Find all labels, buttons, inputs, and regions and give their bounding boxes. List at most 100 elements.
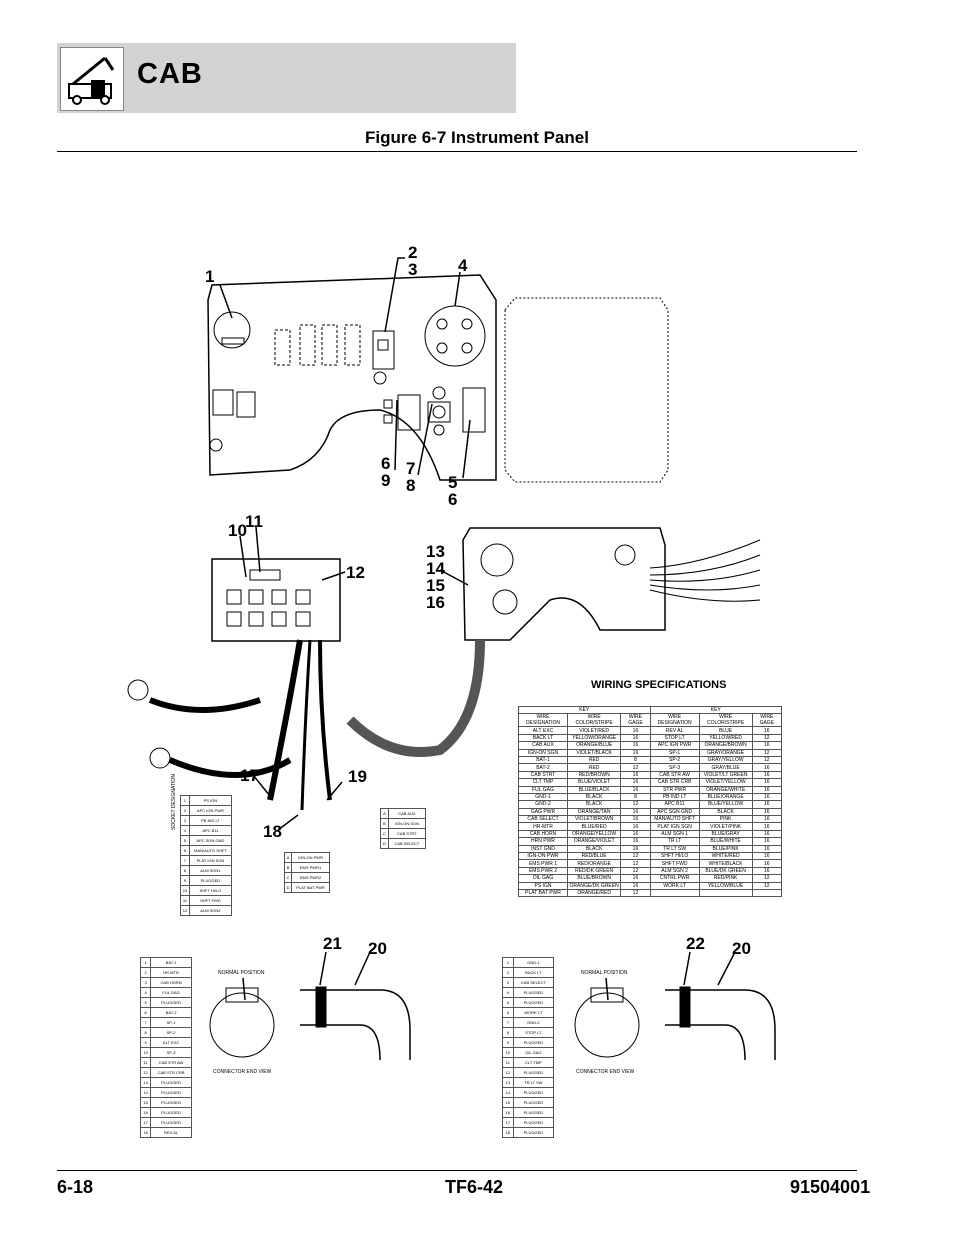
pin-wire: ALM SGN1 — [188, 865, 233, 876]
wiring-spec-cell: VIOLET/BLACK — [566, 748, 622, 757]
pin-wire: PLUGGED — [150, 1077, 192, 1088]
pin-wire: PLUGGED — [150, 1087, 192, 1098]
wiring-spec-cell: VIOLET/PINK — [698, 822, 753, 831]
wiring-spec-cell: WHITE/BLACK — [698, 859, 753, 868]
pin-wire: GND-2 — [512, 1017, 555, 1028]
wiring-spec-cell: IGN-ON PWR — [518, 852, 568, 861]
pin-id: 4 — [180, 825, 190, 836]
wiring-spec-cell: BLUE/WHITE — [698, 837, 753, 846]
wiring-spec-cell: PLAT IGN SGN — [649, 822, 700, 831]
page-number-left: 6-18 — [57, 1177, 94, 1197]
pin-wire: CAB HORN — [150, 977, 192, 988]
wiring-spec-cell: RED/DK GREEN — [566, 866, 622, 876]
pin-wire: PLAT BAT PWR — [291, 882, 330, 893]
wiring-spec-cell: BLUE/BLACK — [566, 785, 622, 794]
pin-wire: PLUGGED — [512, 997, 555, 1008]
wiring-spec-cell: VIOLET/BROWN — [566, 815, 622, 824]
pin-wire: EMS PWR2 — [291, 872, 330, 883]
pin-wire: OIL GAG — [512, 1047, 555, 1058]
wiring-spec-cell: 16 — [751, 763, 783, 772]
pin-wire: EMS PWR1 — [291, 862, 330, 873]
pin-wire: APC B11 — [188, 825, 233, 836]
pin-wire: PLUGGED — [512, 1127, 555, 1138]
wiring-spec-cell: 16 — [620, 837, 651, 846]
wiring-spec-cell: CAB STRT — [518, 770, 568, 780]
wiring-spec-cell: YELLOW/ORANGE — [566, 733, 622, 743]
pin-wire: PLUGGED — [512, 1107, 555, 1118]
wiring-spec-cell: ORANGE/YELLOW — [566, 829, 622, 839]
wiring-spec-cell: 16 — [620, 807, 651, 817]
wiring-spec-cell: INST GND — [518, 844, 568, 854]
pin-id: 11 — [139, 1057, 152, 1068]
wiring-spec-cell: 16 — [751, 859, 783, 868]
wiring-spec-cell: CAB HORN — [518, 829, 568, 839]
pin-id: 15 — [502, 1097, 514, 1108]
col-header: WIRE DESIGNATION — [518, 713, 568, 728]
wiring-spec-cell: PINK — [698, 815, 753, 824]
pin-wire: SP-2 — [150, 1027, 192, 1038]
wiring-spec-cell: YELLOW/BLUE — [698, 881, 753, 891]
wiring-spec-cell: BLACK — [566, 844, 622, 854]
callout-19: 19 — [348, 767, 367, 786]
wiring-spec-cell: 16 — [620, 874, 651, 883]
pin-wire: APC IGN PWR — [188, 805, 233, 816]
wiring-spec-cell: BLUE/RED — [566, 822, 622, 831]
wiring-spec-cell: 16 — [751, 837, 783, 846]
wiring-spec-cell: HR-MTR — [518, 822, 568, 831]
wiring-spec-cell: WORK LT — [649, 881, 700, 891]
pin-wire: FUL GAG — [150, 987, 192, 998]
callout-7-8: 7 8 — [406, 459, 416, 495]
wiring-spec-cell: CAB SELECT — [518, 815, 568, 824]
pin-wire: PLUGGED — [512, 1117, 555, 1128]
wiring-spec-cell: VIOLET/YELLOW — [698, 778, 753, 787]
col-header: WIRE DESIGNATION — [649, 713, 700, 728]
wiring-spec-cell: 12 — [620, 852, 651, 861]
col-header: WIRE COLOR/STRIPE — [566, 713, 622, 728]
wiring-spec-cell: ORANGE/RED — [566, 888, 622, 898]
pin-wire: IGN-ON SGN — [387, 818, 427, 829]
pin-wire: SHFT HI/LO — [188, 885, 233, 896]
wiring-spec-cell: 16 — [620, 770, 651, 780]
callout-13-16: 13 14 15 16 — [426, 542, 445, 612]
connector-21-normal-position: NORMAL POSITION — [218, 970, 265, 976]
pin-id: 11 — [502, 1057, 514, 1068]
wiring-spec-cell: 16 — [751, 741, 783, 750]
wiring-spec-cell: APC B11 — [649, 800, 700, 809]
pin-id: 9 — [502, 1037, 514, 1048]
wiring-spec-cell: 16 — [751, 815, 783, 824]
wiring-spec-cell: BLACK — [566, 792, 622, 802]
wiring-spec-cell: TR LT SW — [649, 844, 700, 854]
wiring-spec-title: WIRING SPECIFICATIONS — [591, 679, 727, 691]
pin-wire: MAN/AUTO SHFT — [188, 845, 233, 856]
wiring-spec-cell: BLUE/DK GREEN — [698, 866, 753, 876]
wiring-spec-cell: GRAY/YELLOW — [698, 755, 753, 765]
